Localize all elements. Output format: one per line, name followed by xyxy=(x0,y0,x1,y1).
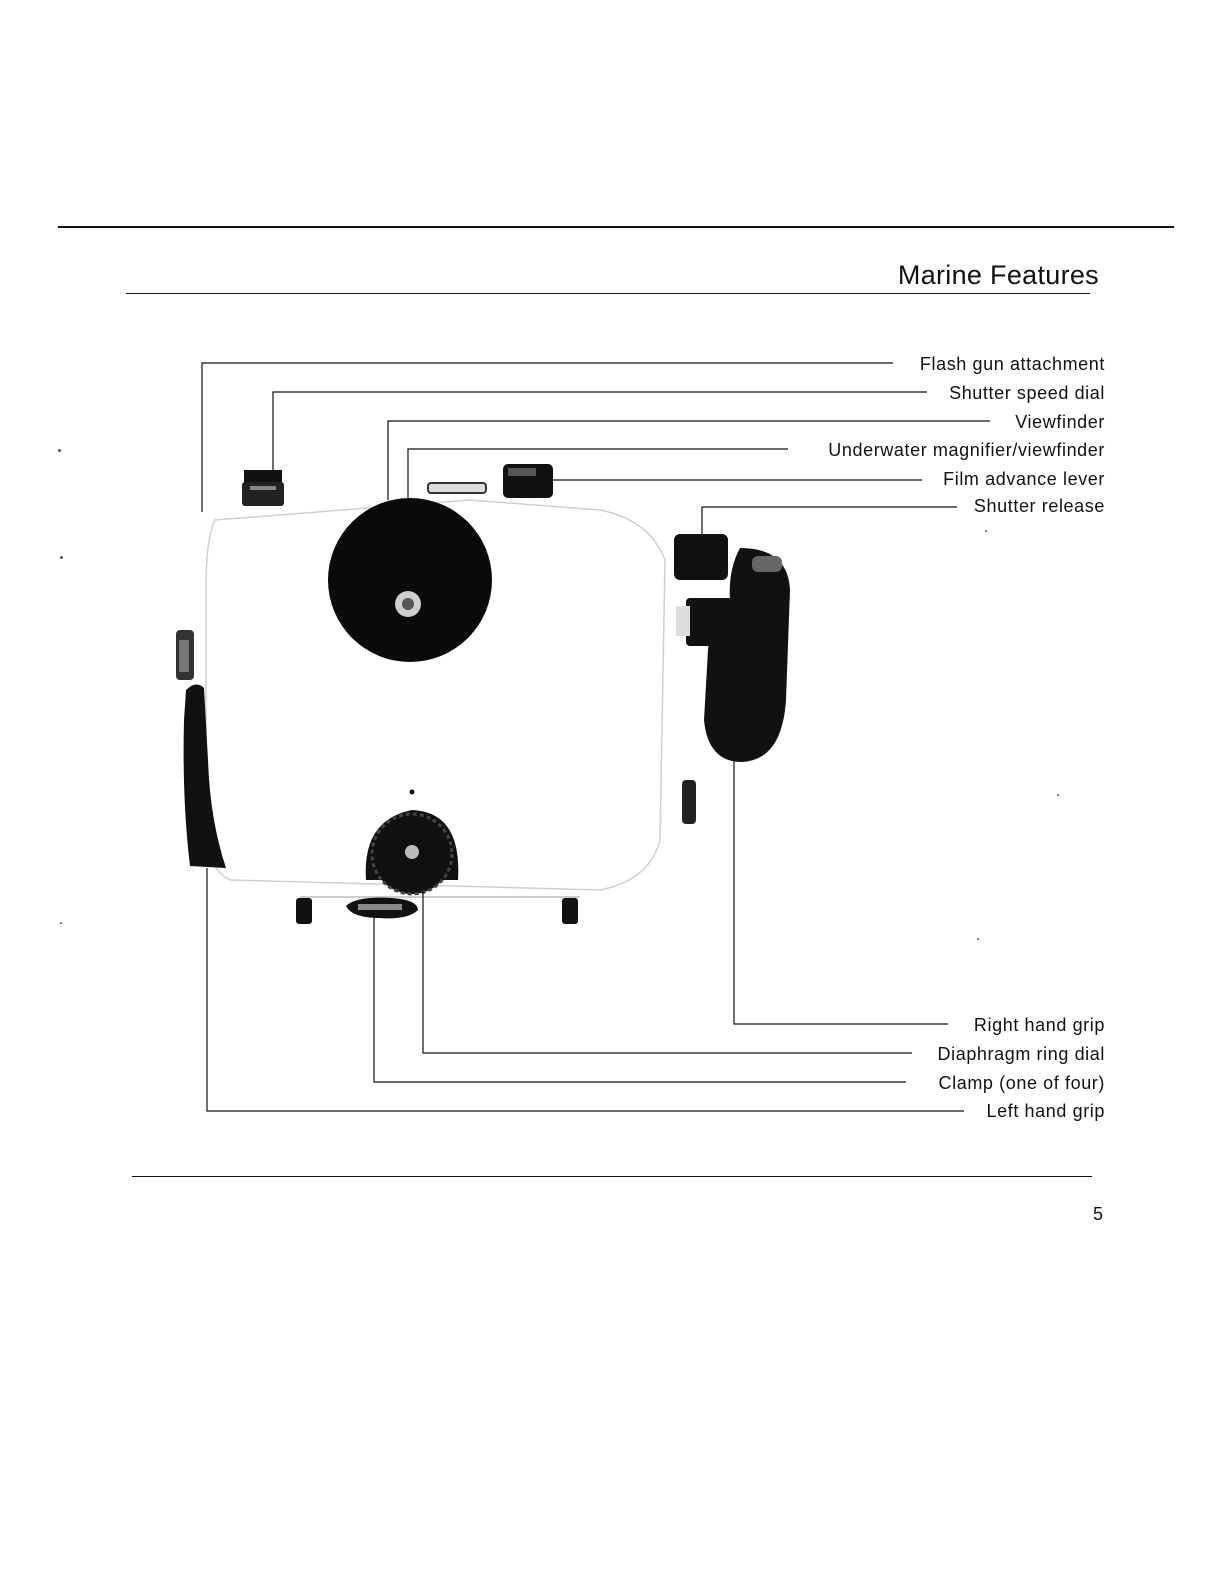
scan-speck xyxy=(60,556,63,559)
callout-film-advance-lever: Film advance lever xyxy=(941,469,1105,489)
left-hand-grip-shape xyxy=(176,630,226,868)
leader-lines xyxy=(202,363,990,1111)
page-number: 5 xyxy=(1093,1204,1103,1225)
side-latch-shape xyxy=(682,780,696,824)
viewfinder-shape xyxy=(428,483,486,493)
film-advance-lever-shape xyxy=(503,464,553,498)
callout-underwater-magnifier-viewfinder: Underwater magnifier/viewfinder xyxy=(826,440,1105,460)
port-lens-shape xyxy=(328,498,492,662)
scan-speck xyxy=(58,449,61,452)
callout-shutter-release: Shutter release xyxy=(972,496,1105,516)
callout-diaphragm-ring-dial: Diaphragm ring dial xyxy=(936,1044,1105,1064)
housing-base-shape xyxy=(296,897,580,924)
right-hand-grip-shape xyxy=(674,534,790,762)
footer-rule xyxy=(132,1176,1092,1177)
diaphragm-ring-dial-shape xyxy=(366,790,459,895)
callout-viewfinder: Viewfinder xyxy=(1013,412,1105,432)
scan-speck xyxy=(60,922,62,924)
shutter-speed-dial-shape xyxy=(242,470,284,506)
scan-speck xyxy=(985,530,987,532)
callout-clamp: Clamp (one of four) xyxy=(937,1073,1105,1093)
callout-flash-gun-attachment: Flash gun attachment xyxy=(918,354,1105,374)
callout-shutter-speed-dial: Shutter speed dial xyxy=(947,383,1105,403)
scan-speck xyxy=(1057,794,1059,796)
scan-speck xyxy=(977,938,979,940)
callout-left-hand-grip: Left hand grip xyxy=(985,1101,1105,1121)
callout-right-hand-grip: Right hand grip xyxy=(972,1015,1105,1035)
